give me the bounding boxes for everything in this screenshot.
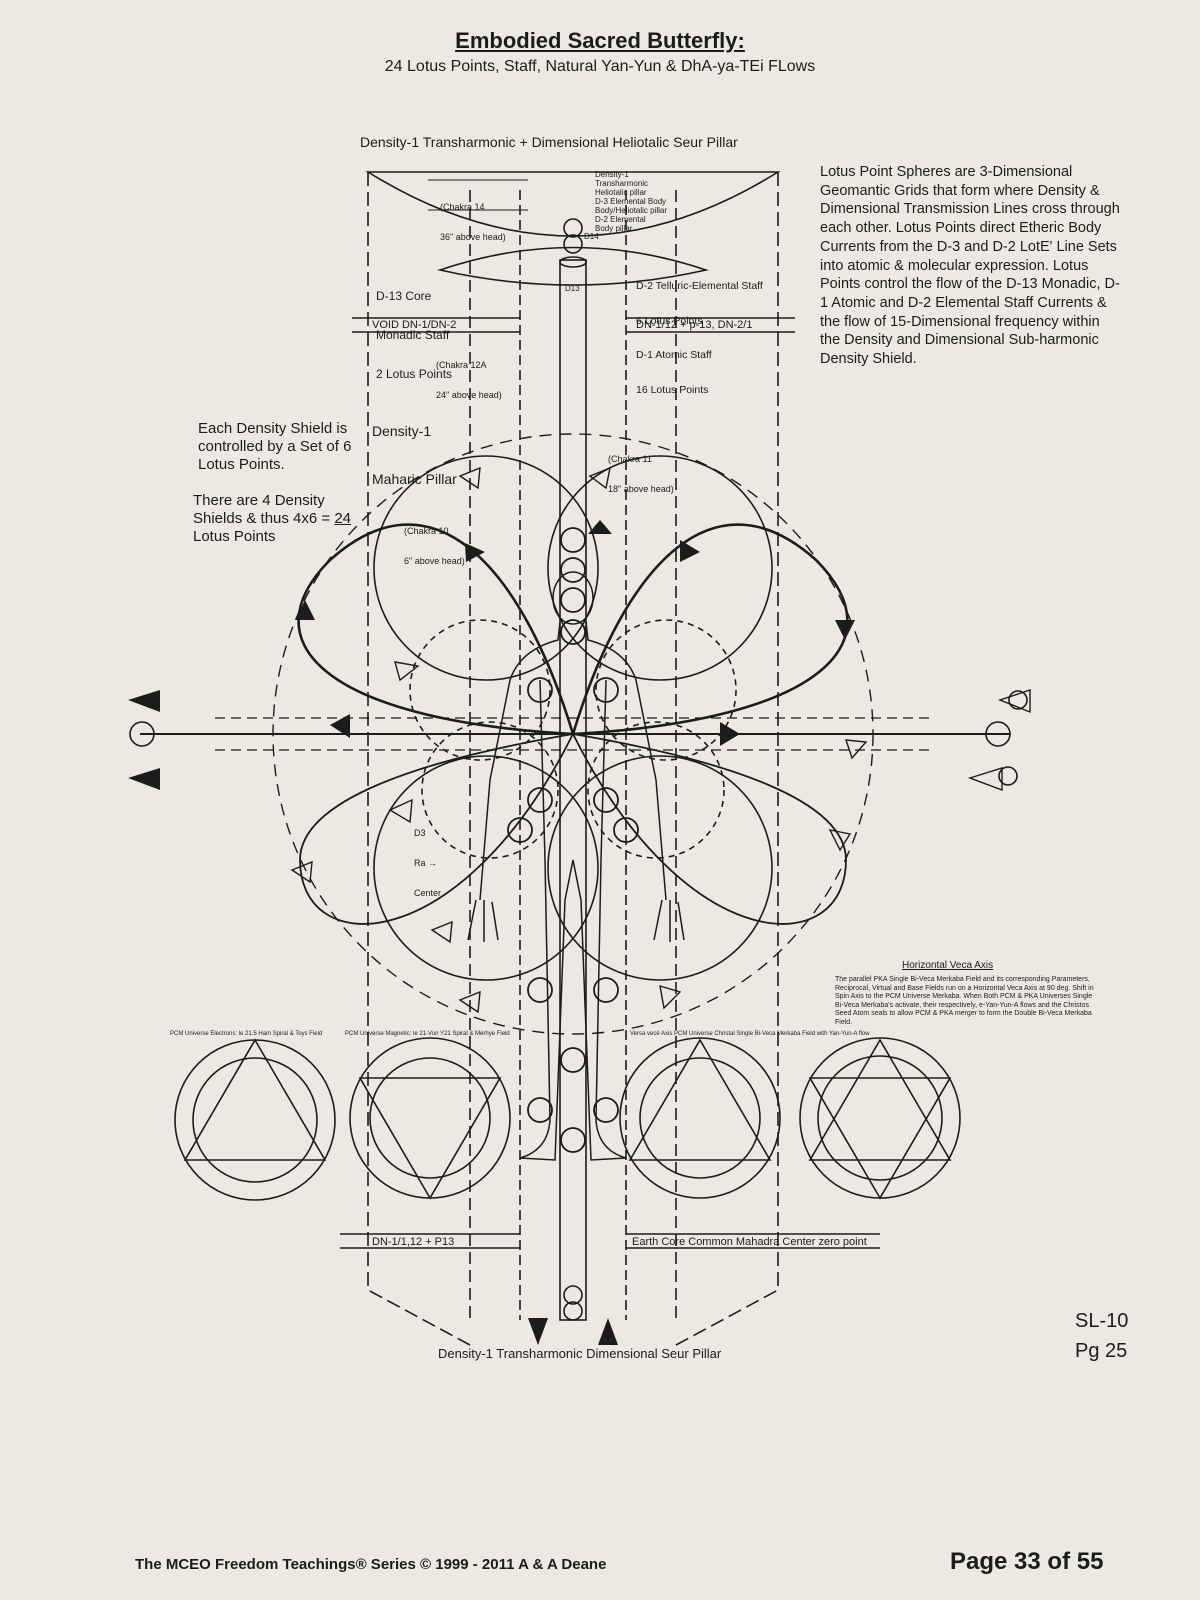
chakra10-label: (Chakra 10 6" above head) (404, 526, 465, 566)
lotus-point-description: Lotus Point Spheres are 3-Dimensional Ge… (820, 164, 1120, 368)
dn-bottom-label: DN-1/1,12 + P13 (372, 1236, 455, 1248)
caption-pcm-electrons: PCM Universe Electrons: le 21.5 Ham Spir… (170, 1031, 323, 1037)
pillar-top-label: Density-1 Transharmonic + Dimensional He… (360, 134, 738, 150)
mid-circle-left (409, 619, 551, 761)
mid-circle-right (595, 619, 737, 761)
section-page: Pg 25 (1075, 1340, 1128, 1362)
horizontal-axis-dashed (215, 717, 935, 751)
d14-label: D14 (584, 232, 599, 241)
chakra11-label: (Chakra 11 18" above head) (608, 454, 674, 494)
bottom-bar (340, 1233, 880, 1249)
human-figure (467, 571, 685, 1161)
section-code: SL-10 (1075, 1310, 1129, 1332)
d14-symbol (563, 218, 583, 254)
page-subtitle: 24 Lotus Points, Staff, Natural Yan-Yun … (384, 58, 816, 75)
central-staff (559, 259, 587, 1321)
maharic-pillar-label: Density-1 Maharic Pillar (372, 423, 457, 487)
flow-arrows (128, 520, 855, 1345)
hollow-arrows (290, 466, 1031, 1014)
density-shield-note: Each Density Shield is controlled by a S… (198, 420, 352, 473)
seed-circle-1 (174, 1038, 336, 1201)
void-line-label: VOID DN-1/DN-2 (372, 319, 457, 331)
seed-circle-4 (799, 1037, 961, 1200)
pillar-top-bowl (365, 171, 781, 237)
d13-core-label: D-13 Core Monadic Staff 2 Lotus Points (376, 289, 453, 381)
d13-label: D13 (565, 284, 580, 293)
staff-top (559, 256, 587, 268)
left-emblem (129, 721, 155, 747)
void-bar (352, 317, 795, 333)
outer-dashed-circle (272, 433, 874, 1035)
lower-right-wing (572, 733, 847, 925)
bottom-symbol (563, 1285, 583, 1321)
right-emblem-top (1008, 690, 1028, 710)
chakra14-label: (Chakra 14 36" above head) (440, 202, 506, 242)
upper-right-wing (571, 523, 849, 736)
horizontal-veca-text: The parallel PKA Single Bi-Veca Merkaba … (835, 976, 1094, 1026)
chakra12a-label: (Chakra 12A 24" above head) (436, 360, 502, 400)
vertical-labels: Density-1 Transharmonic Heliotalic pilla… (595, 170, 668, 233)
lotus-circle-ll (373, 755, 599, 981)
footer-copyright: The MCEO Freedom Teachings® Series © 199… (135, 1556, 607, 1573)
d2-staff-label: D-2 Telluric-Elemental Staff 6 Lotus Poi… (636, 280, 763, 396)
dn-line-label: DN-1/12 + p-13, DN-2/1 (636, 319, 753, 331)
lotus-circle-ul (373, 455, 599, 681)
footer-page-number: Page 33 of 55 (950, 1548, 1104, 1575)
density-shield-count: There are 4 Density Shields & thus 4x6 =… (193, 492, 352, 545)
seed-circle-2 (349, 1037, 511, 1200)
outer-pillar (367, 172, 779, 1346)
lower-left-wing (299, 733, 574, 925)
mid-circle-right-lower (587, 721, 725, 859)
page-title: Embodied Sacred Butterfly: (455, 28, 745, 53)
d3-ra-center-label: D3 Ra → Center (414, 828, 442, 898)
staff-lens (437, 246, 709, 286)
lotus-circle-ur (547, 455, 773, 681)
lotus-circle-lr (547, 755, 773, 981)
upper-left-wing (297, 523, 575, 736)
inner-pillar-2 (519, 190, 627, 1320)
horizontal-veca-title: Horizontal Veca Axis (902, 960, 994, 971)
right-emblem (985, 721, 1011, 747)
mid-circle-left-lower (421, 721, 559, 859)
earth-core-label: Earth Core Common Mahadra Center zero po… (632, 1236, 867, 1248)
lotus-point-spheres (507, 527, 639, 1153)
right-emblem-bottom (998, 766, 1018, 786)
caption-pcm-magnetic: PCM Universe Magnetic: le 21-Vun Y21 Spi… (345, 1031, 510, 1037)
pillar-bottom-label: Density-1 Transharmonic Dimensional Seur… (438, 1346, 722, 1361)
label-frames (428, 179, 528, 211)
seed-circle-3 (619, 1037, 781, 1199)
caption-veca-axis: Versa vecé Axis PCM Universe Christal Si… (630, 1031, 870, 1037)
